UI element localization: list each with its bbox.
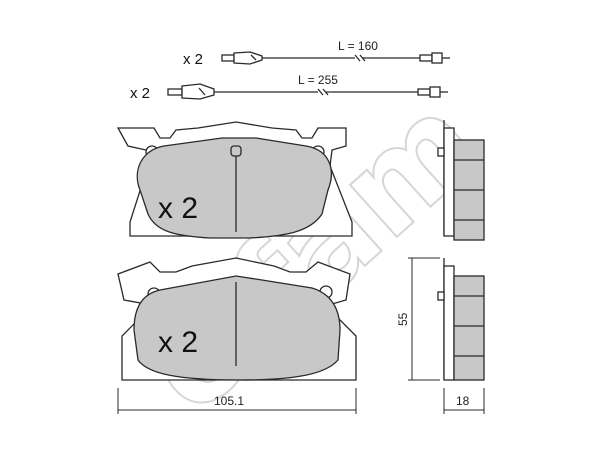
dimension-thickness: 18 bbox=[443, 388, 485, 414]
sensor-long-quantity: x 2 bbox=[130, 85, 150, 102]
brake-pad-bottom: x 2 bbox=[117, 257, 357, 381]
sensor-short-quantity: x 2 bbox=[183, 51, 203, 68]
pad-top-quantity: x 2 bbox=[158, 192, 198, 225]
dimension-width-label: 105.1 bbox=[214, 394, 244, 408]
side-view-bottom bbox=[437, 258, 485, 381]
pad-bottom-quantity: x 2 bbox=[158, 326, 198, 359]
sensor-long-length: L = 255 bbox=[298, 73, 338, 87]
pad-bottom-friction bbox=[133, 275, 341, 381]
watermark-text: cifam bbox=[116, 67, 509, 442]
dimension-height-label: 55 bbox=[396, 312, 410, 326]
dimension-width: 105.1 bbox=[117, 388, 357, 414]
brake-pad-top: x 2 bbox=[116, 121, 353, 239]
wear-sensor-short: x 2 L = 160 bbox=[183, 39, 450, 68]
pad-top-friction bbox=[136, 137, 332, 239]
sensor-short-length: L = 160 bbox=[338, 39, 378, 53]
wear-sensor-long: x 2 L = 255 bbox=[130, 73, 448, 102]
dimension-thickness-label: 18 bbox=[456, 394, 470, 408]
dimension-height: 55 bbox=[396, 257, 440, 381]
side-view-top bbox=[437, 120, 485, 241]
